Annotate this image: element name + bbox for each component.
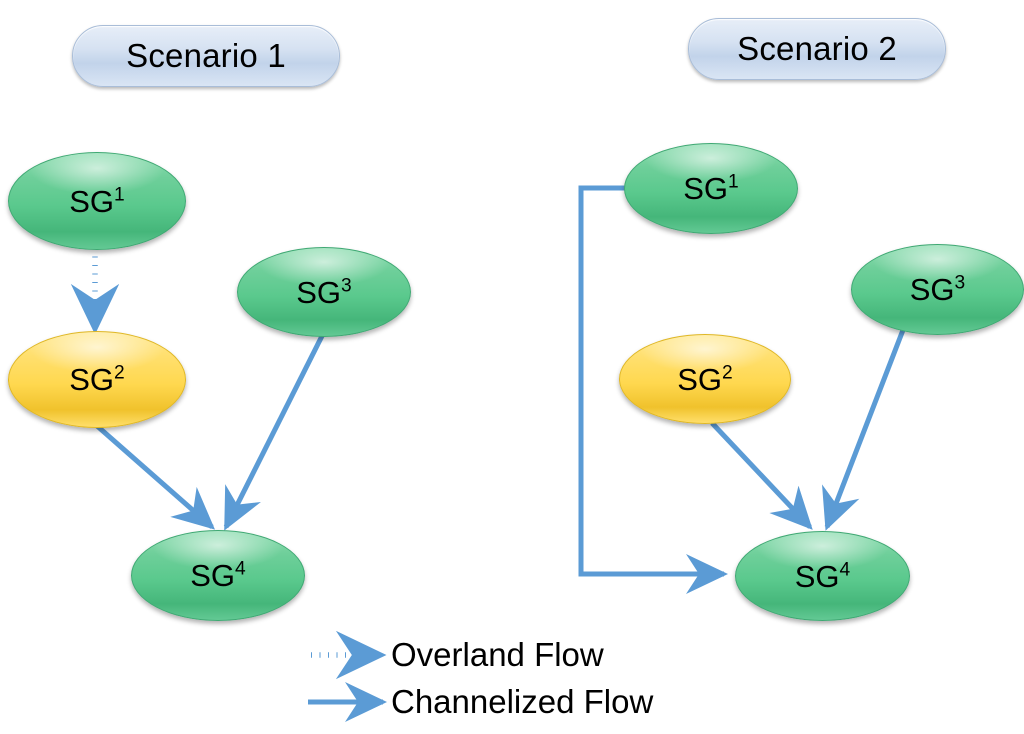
- scenario-2-title-text: Scenario 2: [737, 30, 897, 67]
- node-scenario1-sg3-label: SG3: [296, 274, 352, 310]
- edge-s2-sg3-to-sg4: [822, 329, 906, 531]
- legend-overland-label: Overland Flow: [391, 636, 604, 673]
- node-scenario2-sg1[interactable]: SG1: [624, 143, 798, 234]
- scenario-2-title-pill: Scenario 2: [688, 18, 946, 80]
- node-scenario2-sg3[interactable]: SG3: [851, 244, 1024, 335]
- node-scenario2-sg4[interactable]: SG4: [735, 531, 910, 621]
- node-scenario2-sg2[interactable]: SG2: [619, 334, 791, 424]
- edge-s2-sg2-to-sg4: [710, 421, 813, 530]
- node-scenario2-sg4-label: SG4: [794, 558, 851, 594]
- node-scenario2-sg3-label: SG3: [909, 272, 966, 307]
- node-scenario1-sg4[interactable]: SG4: [131, 530, 305, 621]
- node-scenario2-sg2-label: SG2: [677, 361, 733, 397]
- node-scenario1-sg4-label: SG4: [190, 558, 246, 593]
- node-scenario1-sg1[interactable]: SG1: [8, 152, 186, 250]
- edge-s1-sg2-to-sg4: [94, 423, 216, 530]
- scenario-1-title-pill: Scenario 1: [72, 25, 340, 87]
- node-scenario2-sg1-label: SG1: [683, 171, 739, 206]
- legend-channelized-label: Channelized Flow: [391, 683, 654, 720]
- node-scenario1-sg2[interactable]: SG2: [8, 331, 186, 428]
- scenario-1-title-text: Scenario 1: [126, 37, 286, 74]
- node-scenario1-sg1-label: SG1: [69, 183, 125, 219]
- node-scenario1-sg3[interactable]: SG3: [237, 247, 411, 337]
- node-scenario1-sg2-label: SG2: [69, 362, 125, 397]
- edge-s1-sg3-to-sg4: [223, 328, 328, 531]
- edge-s2-sg1-to-sg4: [578, 185, 729, 594]
